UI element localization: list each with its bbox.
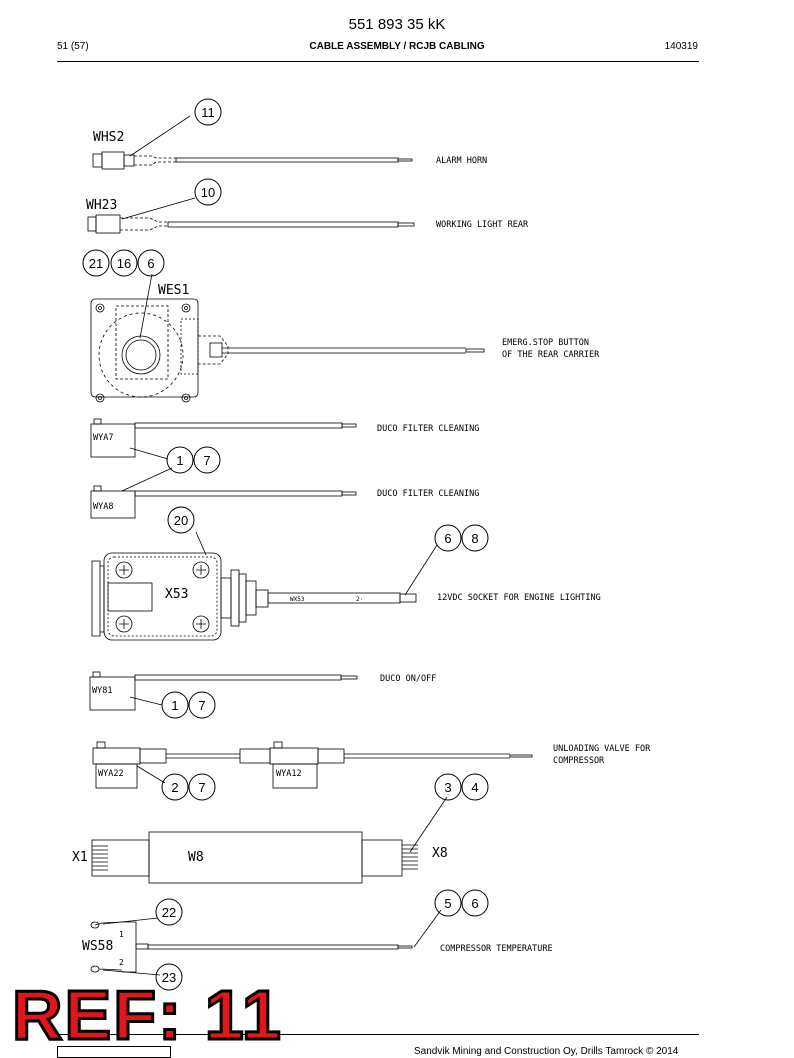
svg-text:1: 1	[171, 698, 178, 713]
sensor-ws58	[90, 909, 442, 976]
svg-text:4: 4	[471, 780, 478, 795]
label-unloading-1: UNLOADING VALVE FOR	[553, 744, 651, 754]
label-wya12: WYA12	[276, 769, 302, 779]
svg-text:5: 5	[444, 896, 451, 911]
label-working-light: WORKING LIGHT REAR	[436, 220, 529, 230]
svg-text:6: 6	[147, 256, 154, 271]
cable-wya22-wya12	[92, 741, 533, 789]
svg-text:22: 22	[162, 905, 176, 920]
label-x8: X8	[432, 846, 448, 861]
footer-copyright: Sandvik Mining and Construction Oy, Dril…	[414, 1046, 679, 1057]
callout-7: 7	[193, 446, 221, 474]
callout-16: 16	[110, 249, 138, 277]
label-wya22: WYA22	[98, 769, 124, 779]
label-alarm-horn: ALARM HORN	[436, 156, 487, 166]
label-wx53-mark: 2·	[356, 596, 363, 603]
label-x1: X1	[72, 850, 88, 865]
callout-8: 8	[461, 524, 489, 552]
label-duco-filter-2: DUCO FILTER CLEANING	[377, 489, 479, 499]
callout-7c: 7	[188, 773, 216, 801]
callout-2: 2	[161, 773, 189, 801]
emergency-stop-box	[90, 273, 485, 403]
callout-22: 22	[155, 898, 183, 926]
callout-10: 10	[194, 178, 222, 206]
document-number: 551 893 35 kK	[348, 16, 446, 33]
label-x53: X53	[165, 587, 188, 602]
label-wh23: WH23	[86, 198, 117, 213]
cable-wya8	[90, 467, 357, 519]
callout-7b: 7	[188, 691, 216, 719]
callout-6b: 6	[434, 524, 462, 552]
label-duco-onoff: DUCO ON/OFF	[380, 674, 436, 684]
svg-text:7: 7	[198, 780, 205, 795]
document-date: 140319	[664, 41, 698, 52]
label-wy81: WY81	[92, 686, 112, 696]
label-comp-temp: COMPRESSOR TEMPERATURE	[440, 944, 553, 954]
label-12vdc-socket: 12VDC SOCKET FOR ENGINE LIGHTING	[437, 593, 601, 603]
svg-text:6: 6	[444, 531, 451, 546]
svg-text:8: 8	[471, 531, 478, 546]
label-w8: W8	[188, 850, 204, 865]
label-pin2: 2	[119, 958, 124, 967]
callout-1: 1	[166, 446, 194, 474]
callout-5: 5	[434, 889, 462, 917]
svg-text:23: 23	[162, 970, 176, 985]
svg-text:10: 10	[201, 185, 215, 200]
callout-6c: 6	[461, 889, 489, 917]
callout-6: 6	[137, 249, 165, 277]
label-emerg-stop-2: OF THE REAR CARRIER	[502, 350, 600, 360]
label-pin1: 1	[119, 930, 124, 939]
header-divider	[57, 61, 699, 62]
label-whs2: WHS2	[93, 130, 124, 145]
callout-20: 20	[167, 506, 195, 534]
cable-wh23	[87, 197, 415, 234]
svg-text:11: 11	[201, 105, 215, 120]
svg-text:7: 7	[203, 453, 210, 468]
label-wes1: WES1	[158, 283, 189, 298]
label-unloading-2: COMPRESSOR	[553, 756, 605, 766]
ref-stamp: REF: 11	[11, 976, 283, 1054]
svg-text:21: 21	[89, 256, 103, 271]
label-wya8: WYA8	[93, 502, 113, 512]
callout-4: 4	[461, 773, 489, 801]
callout-11: 11	[194, 98, 222, 126]
label-duco-filter-1: DUCO FILTER CLEANING	[377, 424, 479, 434]
label-ws58: WS58	[82, 939, 113, 954]
callout-3: 3	[434, 773, 462, 801]
callout-21: 21	[82, 249, 110, 277]
svg-text:16: 16	[117, 256, 131, 271]
callout-1b: 1	[161, 691, 189, 719]
label-wx53: WX53	[290, 596, 305, 603]
cable-wya7	[90, 418, 357, 460]
label-wya7: WYA7	[93, 433, 113, 443]
socket-x53	[91, 531, 438, 641]
svg-text:7: 7	[198, 698, 205, 713]
svg-text:3: 3	[444, 780, 451, 795]
harness-w8	[91, 796, 448, 884]
svg-text:6: 6	[471, 896, 478, 911]
svg-text:20: 20	[174, 513, 188, 528]
callout-23: 23	[155, 963, 183, 991]
svg-text:1: 1	[176, 453, 183, 468]
svg-text:2: 2	[171, 780, 178, 795]
label-emerg-stop-1: EMERG.STOP BUTTON	[502, 338, 589, 348]
cable-wy81	[89, 671, 358, 711]
cable-whs2	[92, 115, 413, 170]
page-title: CABLE ASSEMBLY / RCJB CABLING	[309, 41, 485, 52]
footer-divider	[57, 1034, 699, 1035]
page-number: 51 (57)	[57, 41, 89, 52]
